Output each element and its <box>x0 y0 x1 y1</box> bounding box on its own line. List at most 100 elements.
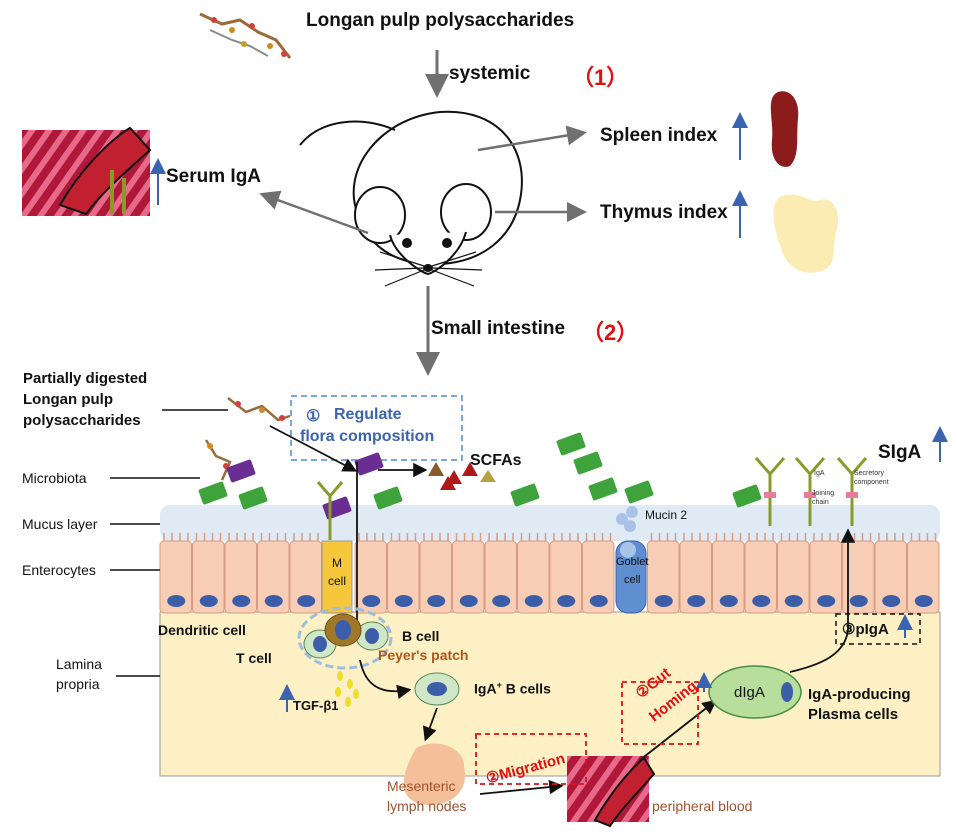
enterocyte-nucleus <box>817 595 836 607</box>
bacterium <box>732 484 762 508</box>
lymph-node-icon <box>403 743 466 806</box>
mucin-label: Mucin 2 <box>645 508 688 522</box>
partially-digested-line1: Partially digested <box>23 370 148 387</box>
goblet-label-line2: cell <box>624 574 641 586</box>
bacterium <box>588 477 618 501</box>
bacterium <box>573 451 603 475</box>
siga-molecules-group <box>754 457 868 526</box>
siga-molecule-icon <box>754 457 786 526</box>
regulate-number: ① <box>306 408 321 425</box>
joining-chain <box>846 492 858 498</box>
enterocyte-nucleus <box>264 595 283 607</box>
polysaccharide-molecule-icon <box>199 12 292 59</box>
enterocyte-nucleus <box>427 595 446 607</box>
enterocyte-cell <box>192 540 225 614</box>
siga-molecule-icon <box>794 457 826 526</box>
siga-arm <box>754 457 786 477</box>
mucin-granule <box>620 542 636 558</box>
enterocyte-cell <box>484 540 517 614</box>
enterocyte-cell <box>712 540 745 614</box>
plasma-label-line1: IgA-producing <box>808 686 911 703</box>
dendritic-cell-label: Dendritic cell <box>158 622 246 638</box>
peyers-patch-label: Peyer's patch <box>378 647 469 663</box>
partially-digested-line2: Longan pulp <box>23 391 113 408</box>
enterocyte-cell <box>809 540 842 614</box>
regulate-line1: Regulate <box>334 406 402 423</box>
polysaccharide-to-flora-arrow <box>269 425 358 472</box>
microbiota-group <box>198 432 762 520</box>
enterocyte-nucleus <box>914 595 933 607</box>
enterocyte-nucleus <box>167 595 186 607</box>
pigA-box <box>835 613 921 645</box>
thymus-icon <box>773 194 839 273</box>
mesenteric-line1: Mesenteric <box>387 778 456 794</box>
peripheral-blood-vessel-icon <box>567 756 656 828</box>
enterocyte-nucleus <box>557 595 576 607</box>
m-cell <box>321 540 353 614</box>
bacterium <box>556 432 586 456</box>
joining-chain <box>804 492 816 498</box>
enterocyte-nucleus <box>297 595 316 607</box>
enterocyte-nucleus <box>784 595 803 607</box>
title-label: Longan pulp polysaccharides <box>306 10 575 31</box>
mucin-granule <box>624 520 636 532</box>
joining-chain <box>764 492 776 498</box>
enterocyte-nucleus <box>199 595 218 607</box>
m-cell-label-line1: M <box>332 556 342 570</box>
bacterium <box>226 459 256 483</box>
enterocyte-nucleus <box>849 595 868 607</box>
pigA-transport-arrow <box>789 528 856 673</box>
legend-joining-line1: Joining <box>812 490 835 497</box>
mucus-layer-label: Mucus layer <box>22 516 98 532</box>
t-cell-label: T cell <box>236 650 272 666</box>
enterocyte-cell <box>159 540 192 614</box>
small-intestine-label: Small intestine <box>431 318 566 339</box>
mucus-layer-region <box>160 505 940 541</box>
thymus-index-label: Thymus index <box>600 202 728 223</box>
enterocyte-nucleus <box>719 595 738 607</box>
goblet-cell <box>615 540 647 614</box>
enterocyte-nucleus <box>524 595 543 607</box>
enterocyte-cell <box>874 540 907 614</box>
enterocyte-cell <box>419 540 452 614</box>
route-marker-1: （1） <box>572 65 629 90</box>
legend-secretory-line2: component <box>854 479 889 486</box>
partially-digested-line3: polysaccharides <box>23 412 141 429</box>
tgf-label: TGF-β1 <box>293 698 339 713</box>
pigA-label: ③pIgA <box>842 621 889 638</box>
enterocyte-cell <box>647 540 680 614</box>
mouse-icon <box>299 110 523 287</box>
b-cell-nucleus <box>365 628 379 644</box>
legend-iga-label: IgA <box>814 470 825 477</box>
lamina-label-line1: Lamina <box>56 656 102 672</box>
siga-label: SIgA <box>878 442 922 463</box>
spleen-icon <box>770 91 799 167</box>
enterocyte-nucleus <box>492 595 511 607</box>
arrow-to-serum <box>259 190 369 235</box>
enterocyte-nucleus <box>459 595 478 607</box>
regulate-line2: flora composition <box>300 428 435 445</box>
lamina-label-line2: propria <box>56 676 100 692</box>
enterocyte-cell <box>679 540 712 614</box>
bacterium <box>354 452 384 476</box>
systemic-label: systemic <box>449 63 531 84</box>
legend-secretory-line1: Secretory <box>854 470 884 477</box>
enterocyte-cell <box>257 540 290 614</box>
t-cell-nucleus <box>313 636 327 652</box>
spleen-index-label: Spleen index <box>600 125 718 146</box>
enterocyte-cell <box>224 540 257 614</box>
enterocyte-cell <box>744 540 777 614</box>
migration-arrow <box>479 779 564 795</box>
enterocyte-nucleus <box>882 595 901 607</box>
enterocyte-nucleus <box>687 595 706 607</box>
iga-b-cell-nucleus <box>427 682 447 696</box>
to-iga-b-cell-arrow <box>359 659 412 699</box>
iga-antibody-icon <box>316 481 344 540</box>
partial-polysaccharide-molecule-icon <box>204 397 291 481</box>
plasma-cell-shape <box>708 665 802 719</box>
plasma-label-line2: Plasma cells <box>808 706 899 723</box>
tgf-droplets-icon <box>335 671 359 707</box>
scfas-triangles-icon <box>428 462 496 490</box>
